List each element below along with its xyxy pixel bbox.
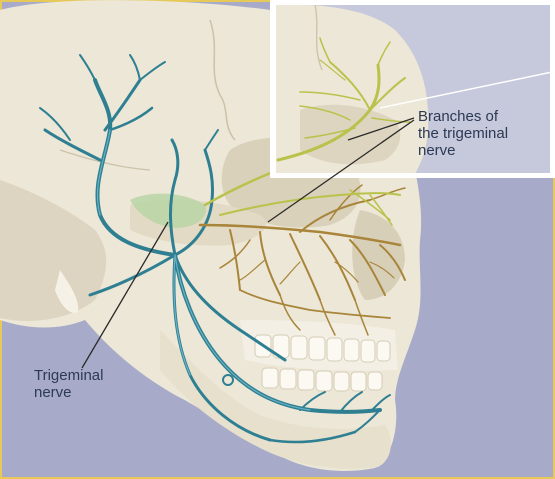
branches-leader-line [267,119,415,223]
blue-nerve-highlights [96,129,311,411]
gold-nerves [198,184,406,336]
inset-panel [270,0,555,178]
trigeminal-ganglion [130,193,206,228]
trigeminal-leader-line [81,221,169,369]
branches-label: Branches of the trigeminal nerve [418,108,509,159]
trigeminal-nerve-label: Trigeminal nerve [34,367,104,401]
